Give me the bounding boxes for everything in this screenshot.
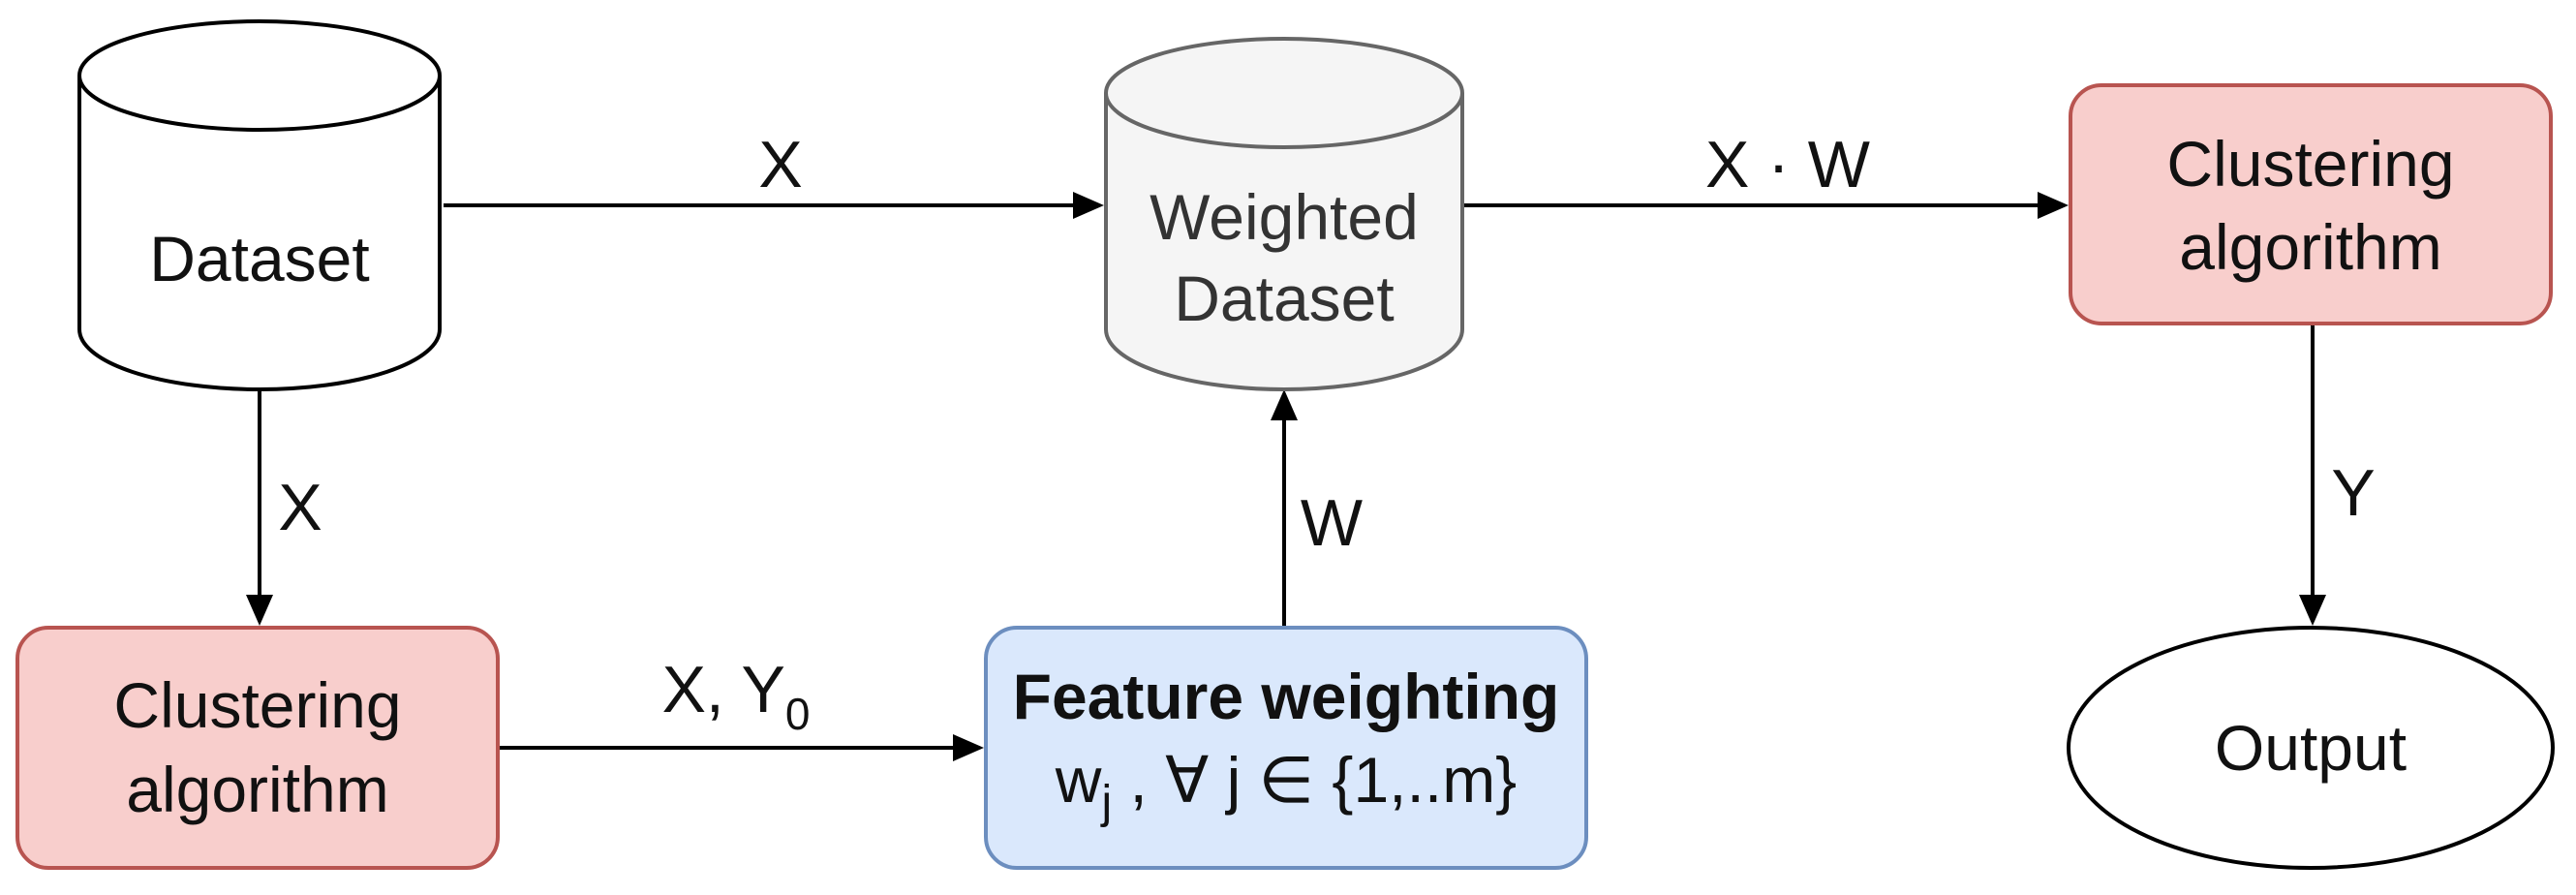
arrowhead-output — [2299, 595, 2326, 626]
weighted-dataset-label-line1: Weighted — [1150, 181, 1419, 253]
clustering-algorithm-bottom: Clustering algorithm — [15, 626, 500, 870]
weighted-dataset-cylinder: Weighted Dataset — [1104, 37, 1464, 391]
edge-label-subscript: 0 — [785, 689, 811, 739]
arrowhead-weighted-bottom — [1271, 389, 1298, 420]
clustering-top-label-line2: algorithm — [2179, 211, 2441, 283]
edges — [246, 192, 2326, 761]
edge-labels: X X X, Y0 W X · W Y — [278, 128, 2375, 739]
feature-weighting-subscript: j — [1099, 777, 1112, 828]
edge-label-dataset-to-clustering: X — [278, 471, 322, 544]
edge-label-clustering-to-feature: X, Y0 — [662, 653, 811, 739]
clustering-bottom-label-line2: algorithm — [126, 754, 388, 825]
clustering-top-box — [2069, 83, 2553, 325]
output-ellipse — [2067, 626, 2555, 870]
clustering-top-label-line1: Clustering — [2166, 128, 2454, 200]
weighted-dataset-label-line2: Dataset — [1174, 262, 1394, 334]
arrowhead-clustering-top — [2038, 192, 2069, 219]
clustering-algorithm-top: Clustering algorithm — [2069, 83, 2553, 325]
dataset-cylinder-body — [77, 76, 442, 391]
edge-label-clustering-to-output: Y — [2331, 456, 2375, 530]
feature-weighting-formula: wj , ∀ j ∈ {1,..m} — [1055, 744, 1517, 828]
arrowhead-weighted-left — [1073, 192, 1104, 219]
arrowhead-feature — [953, 734, 984, 761]
dataset-label: Dataset — [149, 223, 369, 294]
weighted-dataset-top — [1104, 37, 1464, 149]
feature-weighting-title: Feature weighting — [1013, 661, 1560, 732]
output-node: Output — [2067, 626, 2555, 870]
dataset-cylinder: Dataset — [77, 19, 442, 391]
feature-weighting-box — [984, 626, 1588, 870]
dataset-cylinder-top — [77, 19, 442, 132]
edge-label-dataset-to-weighted: X — [758, 128, 802, 201]
feature-weighting: Feature weighting wj , ∀ j ∈ {1,..m} — [984, 626, 1588, 870]
clustering-bottom-label-line1: Clustering — [113, 669, 401, 741]
clustering-bottom-box — [15, 626, 500, 870]
edge-label-feature-to-weighted: W — [1301, 486, 1363, 560]
arrowhead-clustering-bottom — [246, 595, 273, 626]
output-label: Output — [2215, 712, 2407, 784]
weighted-dataset-body — [1104, 93, 1464, 391]
edge-label-weighted-to-clustering: X · W — [1705, 128, 1870, 201]
